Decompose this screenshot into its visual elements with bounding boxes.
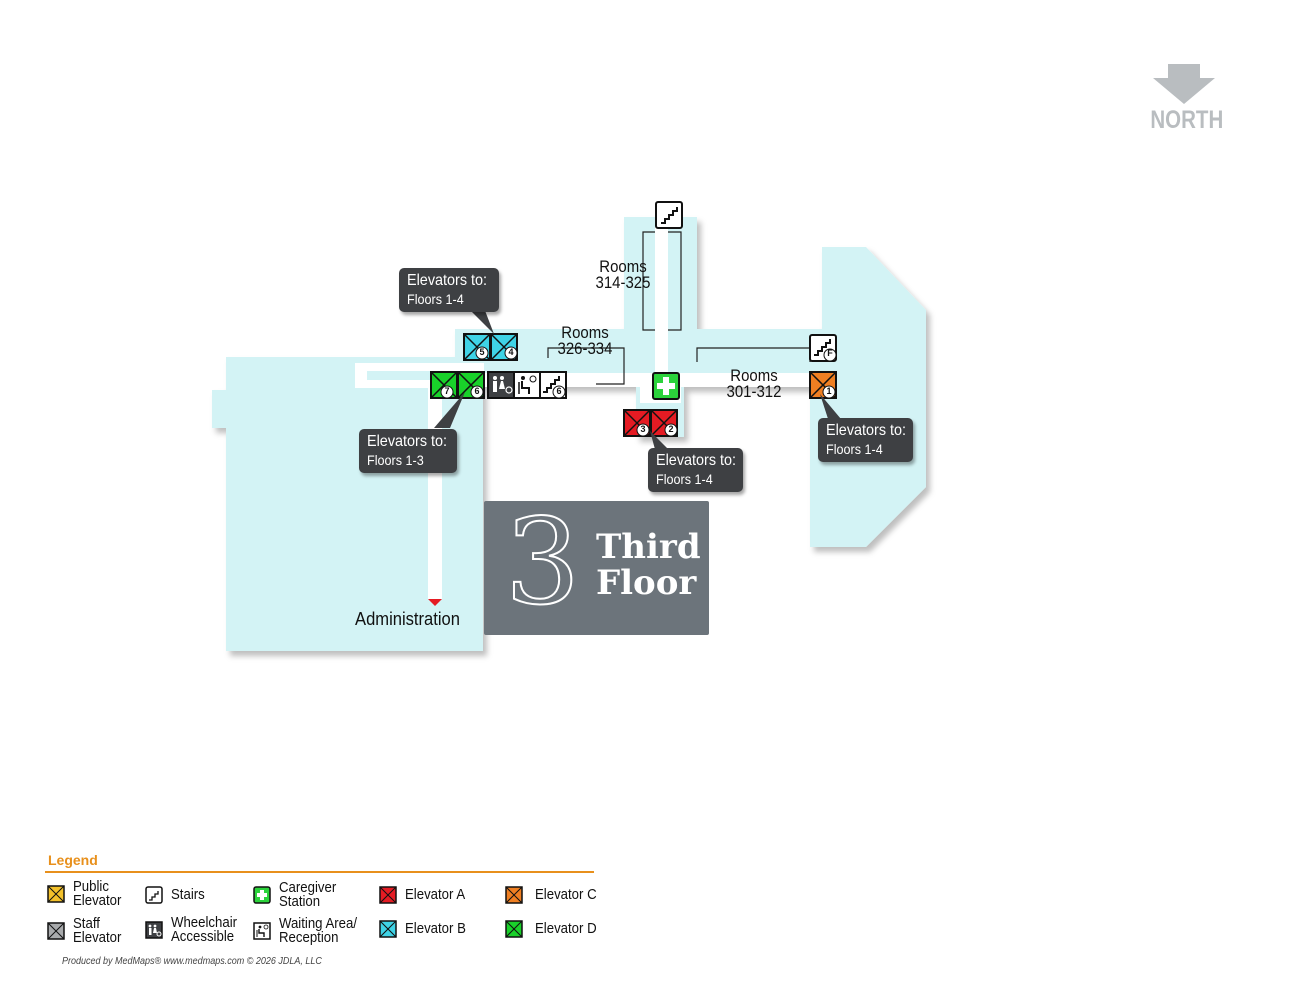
room-range: 314-325 (595, 273, 651, 292)
stairs-id: 6 (556, 386, 562, 396)
room-label-line: Rooms (730, 366, 778, 385)
legend-label-line: Station (279, 893, 321, 910)
waiting-area-icon (513, 371, 541, 404)
stairs-icon (655, 201, 683, 234)
legend-label-line: Public (73, 878, 109, 895)
destination-marker (428, 599, 442, 606)
legend-item: Elevator C (505, 886, 605, 904)
destination-label: Administration (355, 609, 460, 629)
waiting-area-icon (253, 922, 271, 940)
legend-divider (45, 871, 594, 873)
floor-name-line: Floor (596, 563, 697, 603)
north-label: NORTH (1150, 106, 1224, 134)
elevator-number: 2 (668, 424, 674, 434)
floor-name-line: Third (596, 527, 701, 567)
elevator-callout: Elevators to: Floors 1-3 (359, 429, 457, 473)
legend-label-line: Reception (279, 929, 339, 946)
caregiver-station-icon (253, 886, 271, 904)
callout-floors: Floors 1-4 (826, 441, 883, 457)
elevator-number: 6 (474, 386, 480, 396)
legend-item: Elevator D (505, 920, 605, 938)
room-range: 301-312 (726, 382, 782, 401)
caregiver-station-icon (652, 372, 680, 405)
legend-item: Waiting Area/Reception (253, 915, 368, 946)
legend-label-line: Elevator B (405, 920, 466, 937)
legend-label: Waiting Area/Reception (279, 915, 358, 946)
room-label-line: Rooms (599, 257, 647, 276)
north-arrow-icon (1153, 64, 1215, 104)
callout-floors: Floors 1-3 (367, 452, 424, 468)
legend-item: Elevator A (379, 886, 473, 904)
elevator-number: 1 (826, 386, 832, 396)
room-label-line: Rooms (561, 323, 609, 342)
room-label: Rooms 326-334 (552, 323, 617, 358)
elevator-number: 4 (508, 347, 514, 357)
legend-label-line: Staff (73, 915, 100, 932)
wheelchair-accessible-icon (487, 371, 515, 404)
stairs-icon: 6 (539, 371, 567, 404)
legend-label-line: Stairs (171, 886, 205, 903)
callout-title: Elevators to: (656, 452, 737, 469)
stairs-icon (145, 886, 163, 904)
legend-label-line: Elevator D (535, 920, 597, 937)
elevator-b-icon: 5 4 (463, 333, 519, 366)
callout-floors: Floors 1-4 (656, 471, 713, 487)
elevator-number: 3 (640, 424, 646, 434)
legend-label-line: Caregiver (279, 879, 337, 896)
legend-label-line: Elevator A (405, 886, 466, 903)
elevator-c-icon (505, 886, 523, 904)
elevator-callout: Elevators to: Floors 1-4 (648, 448, 743, 492)
room-label: Rooms 301-312 (721, 366, 786, 401)
credit-line: Produced by MedMaps® www.medmaps.com © 2… (62, 956, 322, 967)
elevator-callout: Elevators to: Floors 1-4 (818, 418, 913, 462)
callout-title: Elevators to: (367, 433, 448, 450)
public-elevator-icon (47, 885, 65, 903)
legend-label: Elevator B (405, 920, 466, 937)
legend-label: Elevator D (535, 920, 597, 937)
legend-label-line: Wheelchair (171, 914, 238, 931)
callout-title: Elevators to: (407, 272, 488, 289)
floor-name: Third Floor (596, 529, 701, 601)
callout-floors: Floors 1-4 (407, 291, 464, 307)
legend-item: Elevator B (379, 920, 474, 938)
elevator-a-icon (379, 886, 397, 904)
legend-item: Stairs (145, 886, 209, 904)
elevator-d-icon: 7 6 (430, 371, 486, 404)
room-label: Rooms 314-325 (590, 257, 655, 292)
legend-label-line: Accessible (171, 928, 235, 945)
elevator-number: 5 (479, 347, 485, 357)
legend-label: Elevator C (535, 886, 597, 903)
staff-elevator-icon (47, 922, 65, 940)
legend-label: Elevator A (405, 886, 466, 903)
legend-title: Legend (48, 852, 98, 868)
stairs-icon: F (809, 334, 837, 367)
callout-title: Elevators to: (826, 422, 907, 439)
floor-number: 3 (504, 493, 581, 631)
legend-label-line: Elevator (73, 929, 122, 946)
room-range: 326-334 (557, 339, 613, 358)
elevator-number: 7 (444, 386, 450, 396)
elevator-a-icon: 3 2 (623, 409, 679, 442)
legend-label-line: Elevator (73, 892, 122, 909)
legend-label-line: Waiting Area/ (279, 915, 358, 932)
floor-badge (484, 501, 709, 635)
elevator-b-icon (379, 920, 397, 938)
elevator-callout: Elevators to: Floors 1-4 (399, 268, 499, 312)
legend-label: Stairs (171, 886, 205, 903)
stairs-id: F (827, 348, 833, 358)
elevator-d-icon (505, 920, 523, 938)
elevator-c-icon: 1 (809, 371, 837, 404)
wheelchair-accessible-icon (145, 921, 163, 939)
legend-label-line: Elevator C (535, 886, 597, 903)
